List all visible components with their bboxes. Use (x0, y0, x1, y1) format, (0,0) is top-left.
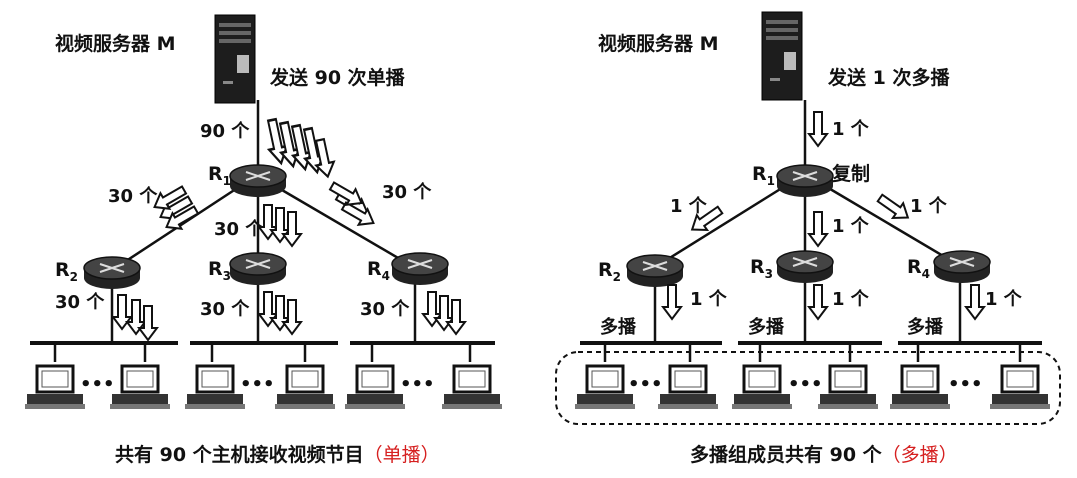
count-r3: 30 个 (200, 298, 250, 320)
count-mid: 30 个 (214, 218, 264, 240)
caption-unicast: 共有 90 个主机接收视频节目（单播） (115, 443, 440, 466)
count-r4: 1 个 (985, 288, 1023, 310)
arrow-r2 (662, 284, 682, 320)
links (30, 100, 495, 362)
count-side-left: 30 个 (108, 185, 158, 207)
host-icon (23, 364, 87, 411)
multicast-panel: 视频服务器 M 发送 1 次多播 R1 R2 R3 R4 (555, 11, 1061, 466)
count-right: 1 个 (910, 195, 948, 217)
unicast-panel: 视频服务器 M 发送 90 次单播 R1 (23, 14, 504, 466)
host-icon (816, 364, 880, 411)
count-left: 1 个 (670, 195, 708, 217)
router-r4-icon (933, 250, 991, 284)
server-icon (761, 11, 803, 101)
count-r2: 30 个 (55, 291, 105, 313)
server-icon (214, 14, 256, 104)
router-r3-icon (776, 250, 834, 284)
multicast-label: 多播 (600, 316, 637, 338)
arrows-right (326, 177, 379, 232)
router-r3-label: R3 (750, 256, 773, 281)
host-icon (988, 364, 1052, 411)
ellipsis: ••• (948, 374, 983, 395)
host-icon (273, 364, 337, 411)
count-top: 1 个 (832, 118, 870, 140)
router-r1-icon (229, 164, 287, 198)
router-r2-label: R2 (598, 259, 621, 284)
ellipsis: ••• (80, 374, 115, 395)
router-r4-label: R4 (367, 258, 390, 283)
arrow-mid (808, 211, 828, 247)
server-label: 视频服务器 M (55, 32, 176, 55)
arrow-r4 (965, 284, 985, 320)
router-r1-label: R1 (752, 163, 775, 188)
arrows-r2 (112, 294, 158, 341)
server-label: 视频服务器 M (598, 32, 719, 55)
count-r2: 1 个 (690, 288, 728, 310)
multicast-label: 多播 (748, 316, 785, 338)
host-icon (730, 364, 794, 411)
router-r1-icon (776, 164, 834, 198)
ellipsis: ••• (240, 374, 275, 395)
router-r1-label: R1 (208, 163, 231, 188)
router-r2-icon (626, 254, 684, 288)
count-side-right: 30 个 (382, 181, 432, 203)
arrow-top (808, 111, 828, 147)
router-r4-label: R4 (907, 256, 930, 281)
ellipsis: ••• (788, 374, 823, 395)
router-r3-icon (229, 252, 287, 286)
count-top: 90 个 (200, 120, 250, 142)
router-r4-icon (391, 252, 449, 286)
copy-label: 复制 (831, 162, 870, 185)
arrows-left (149, 181, 202, 236)
caption-multicast: 多播组成员共有 90 个（多播） (690, 443, 958, 466)
count-mid: 1 个 (832, 215, 870, 237)
count-r3: 1 个 (832, 288, 870, 310)
host-icon (183, 364, 247, 411)
host-icon (108, 364, 172, 411)
router-r3-label: R3 (208, 258, 231, 283)
arrow-r3 (808, 284, 828, 320)
send-label: 发送 90 次单播 (269, 66, 406, 89)
host-icon (573, 364, 637, 411)
count-r4: 30 个 (360, 298, 410, 320)
host-icon (440, 364, 504, 411)
ellipsis: ••• (628, 374, 663, 395)
multicast-label: 多播 (907, 316, 944, 338)
host-icon (656, 364, 720, 411)
arrows-mid (258, 204, 302, 247)
host-icon (343, 364, 407, 411)
links (580, 100, 1042, 362)
router-r2-icon (83, 256, 141, 290)
host-icon (888, 364, 952, 411)
router-r2-label: R2 (55, 259, 78, 284)
multicast-group-border (555, 351, 1061, 425)
send-label: 发送 1 次多播 (827, 66, 950, 89)
ellipsis: ••• (400, 374, 435, 395)
arrows-r4 (422, 291, 466, 335)
arrows-r3 (258, 291, 302, 335)
